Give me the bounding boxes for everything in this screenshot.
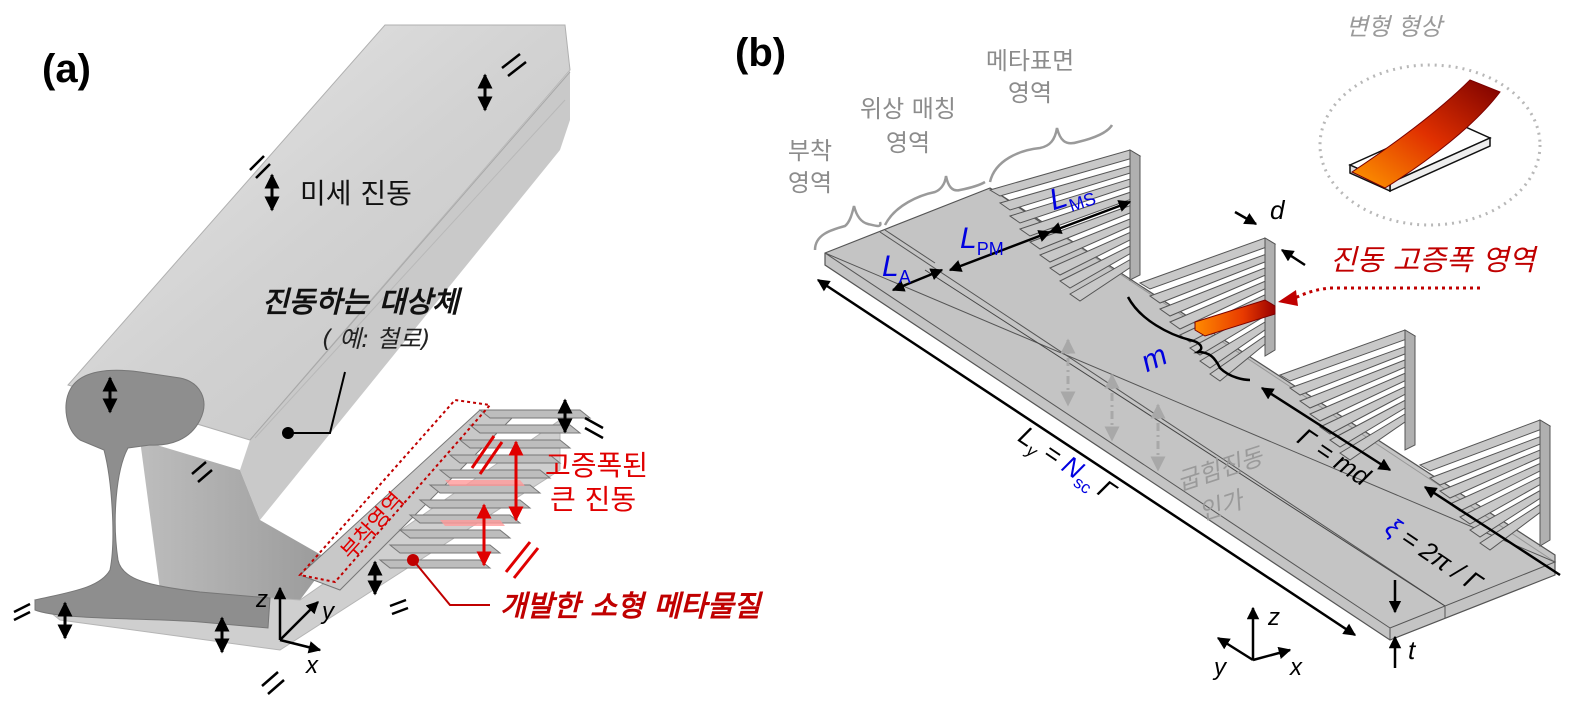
L-A-main: L [882,250,899,283]
bending-excitation-arrows [1060,338,1166,472]
metasurface-region-line1: 메타표면 [985,47,1075,75]
deformed-shape-label: 변형 형상 [1346,13,1442,41]
host-leader [282,371,346,439]
vibrating-host-label: 진동하는 대상체 [262,285,459,319]
attach-region-line1: 부착 [787,137,833,165]
phase-matching-line1: 위상 매칭 [860,95,956,123]
L-PM-main: L [960,222,977,255]
metamaterial-leader [407,554,490,606]
vibration-ticks [13,53,604,695]
axis-a-x: x [306,652,318,679]
axis-a-y: y [322,598,334,625]
L-PM-sub: PM [976,239,1004,259]
amplified-vibration-line2: 큰 진동 [550,483,637,516]
attachment-region-box [298,398,492,584]
axis-b-z: z [1268,604,1280,631]
amplification-pointer [1278,286,1480,306]
axis-b-x: x [1290,654,1302,681]
host-example-label: ( 예: 철로) [322,325,431,353]
dimension-arrows [816,200,1561,668]
axis-a-z: z [256,586,268,613]
panel-b-label: (b) [735,31,787,75]
t-symbol: t [1408,635,1416,665]
d-symbol: d [1270,195,1285,225]
amplified-vibration-line1: 고증폭된 [545,449,649,482]
phase-matching-line2: 영역 [885,129,931,157]
axis-b-y: y [1214,654,1226,681]
region-braces [813,124,1114,251]
L-A-sub: A [898,267,911,287]
L-A-symbol: LA [882,250,911,288]
attach-region-line2: 영역 [787,169,833,197]
deformed-shape-inset [1318,63,1542,227]
micro-vibration-label: 미세 진동 [300,177,412,210]
developed-metamaterial-label: 개발한 소형 메타물질 [500,589,761,623]
micro-vibration-arrows [57,73,573,654]
axes-b [1216,606,1292,662]
panel-a-label: (a) [42,47,91,91]
axes-a [273,586,322,654]
rail-body [33,24,571,651]
L-PM-symbol: LPM [960,222,1004,260]
amplified-vibration-arrows [470,435,540,579]
amplification-region-label: 진동 고증폭 영역 [1330,243,1536,277]
metasurface-region-line2: 영역 [1007,79,1053,107]
